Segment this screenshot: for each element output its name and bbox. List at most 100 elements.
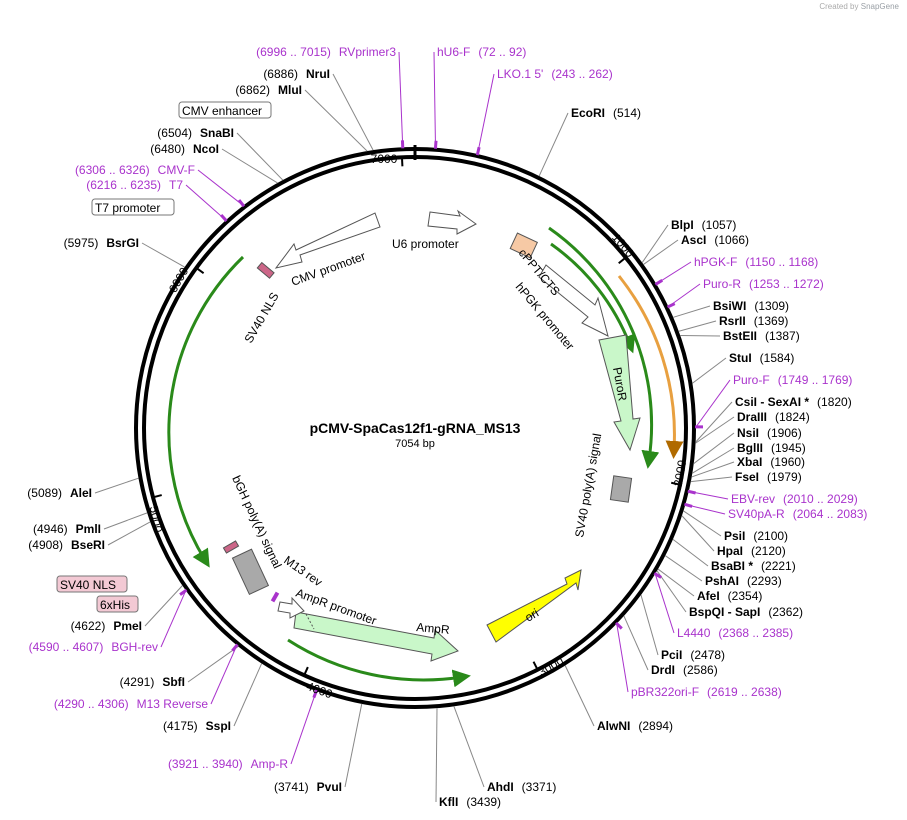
site-name-lko-1-5: LKO.1 5'	[497, 67, 543, 81]
leader-m13-reverse	[210, 645, 238, 705]
site-pos-fsei: (1979)	[767, 470, 802, 484]
site-name-alei: AleI	[70, 486, 92, 500]
site-name-t7: T7	[169, 178, 183, 192]
feature-label-u6-promoter: U6 promoter	[392, 237, 459, 251]
site-mlui: (6862)MluI	[235, 83, 302, 97]
site-pos-bgh-rev: (4590 .. 4607)	[29, 640, 104, 654]
site-ebv-rev: EBV-rev(2010 .. 2029)	[731, 492, 858, 506]
leader-afei	[657, 568, 695, 597]
site-pcii: PciI(2478)	[661, 648, 725, 662]
site-labels: (6996 .. 7015)RVprimer3 hU6-F (72 .. 92) LK…	[27, 45, 867, 809]
leader-hpai	[681, 515, 715, 552]
site-name-psii: PsiI	[724, 529, 745, 543]
site-pos-l4440: (2368 .. 2385)	[718, 626, 793, 640]
leader-sbfi	[187, 645, 239, 683]
leader-stui	[692, 357, 727, 384]
site-pos-hpai: (2120)	[751, 544, 786, 558]
site-pos-afei: (2354)	[728, 589, 763, 603]
site-t7: (6216 .. 6235)T7	[86, 178, 183, 192]
site-snabi: (6504)SnaBI	[157, 126, 234, 140]
scale-tick-5000	[152, 494, 162, 499]
feature-arcs	[167, 226, 684, 688]
site-blpi: BlpI(1057)	[671, 218, 736, 232]
leader-amp-r	[290, 690, 317, 765]
primer-mark-ebv-rev	[687, 489, 696, 495]
site-pos-pshai: (2293)	[747, 574, 782, 588]
site-name-snabi: SnaBI	[200, 126, 234, 140]
site-pos-bseri: (4908)	[28, 538, 63, 552]
primer-mark-lko-1-5	[475, 146, 481, 156]
primer-marks	[179, 140, 704, 699]
scale-tick-2000	[670, 481, 681, 486]
site-pshai: PshAI (2293)	[705, 574, 782, 588]
primer-mark-puro-r	[666, 302, 676, 309]
site-pos-pvui: (3741)	[274, 780, 309, 794]
u6-promoter-shape	[427, 209, 477, 235]
tick-label-7000: 7000	[371, 152, 398, 166]
puror-shape	[598, 334, 641, 452]
site-name-csii-sexai: CsiI - SexAI *	[735, 395, 809, 409]
leader-puro-f	[695, 379, 731, 428]
leader-ncoi	[221, 148, 278, 184]
site-psii: PsiI(2100)	[724, 529, 788, 543]
site-pos-rsrii: (1369)	[754, 314, 789, 328]
site-name-puro-f: Puro-F	[733, 373, 770, 387]
site-name-sspi: SspI	[206, 719, 231, 733]
primer-mark-pbr322ori-f	[614, 621, 623, 630]
cmv-promoter-shape	[274, 212, 381, 269]
site-name-hu6-f: hU6-F	[437, 45, 470, 59]
site-name-bspqi-sapi: BspQI - SapI	[689, 605, 760, 619]
tick-label-4000: 4000	[304, 679, 334, 701]
scale-tick-1000	[618, 256, 627, 265]
site-name-draiii: DraIII	[737, 410, 767, 424]
primer-mark-bgh-rev	[179, 588, 188, 596]
site-bglii: BglII(1945)	[737, 441, 806, 455]
site-puro-r: Puro-R(1253 .. 1272)	[703, 277, 824, 291]
site-pos-hu6-f: (72 .. 92)	[478, 45, 526, 59]
primer-mark-hu6-f	[433, 140, 438, 149]
leader-cmv-f	[197, 169, 244, 206]
leader-mlui	[304, 89, 368, 152]
site-pos-stui: (1584)	[760, 351, 795, 365]
leader-pmei	[144, 585, 183, 627]
site-rvprimer3: (6996 .. 7015)RVprimer3	[256, 45, 396, 59]
site-pos-kfli: (3439)	[466, 795, 501, 809]
plasmid-size: 7054 bp	[395, 438, 435, 450]
site-bsrgi: (5975)BsrGI	[64, 236, 139, 250]
leader-alei	[94, 477, 139, 494]
site-bspqi-sapi: BspQI - SapI(2362)	[689, 605, 803, 619]
site-ahdi: AhdI(3371)	[487, 780, 556, 794]
leader-lines	[94, 51, 735, 803]
leader-hu6-f	[433, 51, 437, 148]
site-name-alwni: AlwNI	[597, 719, 630, 733]
site-name-nsii: NsiI	[737, 426, 759, 440]
snapgene-logo: SnapGene	[860, 2, 899, 11]
site-puro-f: Puro-F(1749 .. 1769)	[733, 373, 852, 387]
leader-lko-1-5	[477, 73, 495, 155]
site-name-ncoi: NcoI	[193, 142, 219, 156]
site-rsrii: RsrII(1369)	[719, 314, 788, 328]
leader-pshai	[665, 555, 703, 582]
leader-bglii	[692, 447, 735, 474]
site-pos-xbai: (1960)	[770, 455, 805, 469]
boxed-label-6xhis: 6xHis	[100, 598, 130, 612]
site-pos-draiii: (1824)	[775, 410, 810, 424]
primer-mark-t7	[220, 214, 228, 222]
site-name-blpi: BlpI	[671, 218, 694, 232]
leader-drdi	[623, 615, 649, 671]
leader-alwni	[564, 665, 595, 727]
leader-rsrii	[678, 320, 717, 332]
leader-fsei	[690, 476, 733, 483]
primer-mark-hpgk-f	[654, 279, 664, 286]
leader-xbai	[691, 461, 735, 478]
site-ncoi: (6480)NcoI	[150, 142, 219, 156]
feature-label-ampr: AmpR	[416, 620, 451, 637]
site-name-rvprimer3: RVprimer3	[339, 45, 396, 59]
site-name-asci: AscI	[681, 233, 706, 247]
site-name-hpgk-f: hPGK-F	[694, 255, 737, 269]
site-name-pshai: PshAI	[705, 574, 739, 588]
site-name-bsteii: BstEII	[723, 329, 757, 343]
site-sv40pa-r: SV40pA-R(2064 .. 2083)	[728, 507, 867, 521]
leader-ecori	[538, 112, 569, 177]
ampr-promoter-shape	[277, 596, 305, 619]
